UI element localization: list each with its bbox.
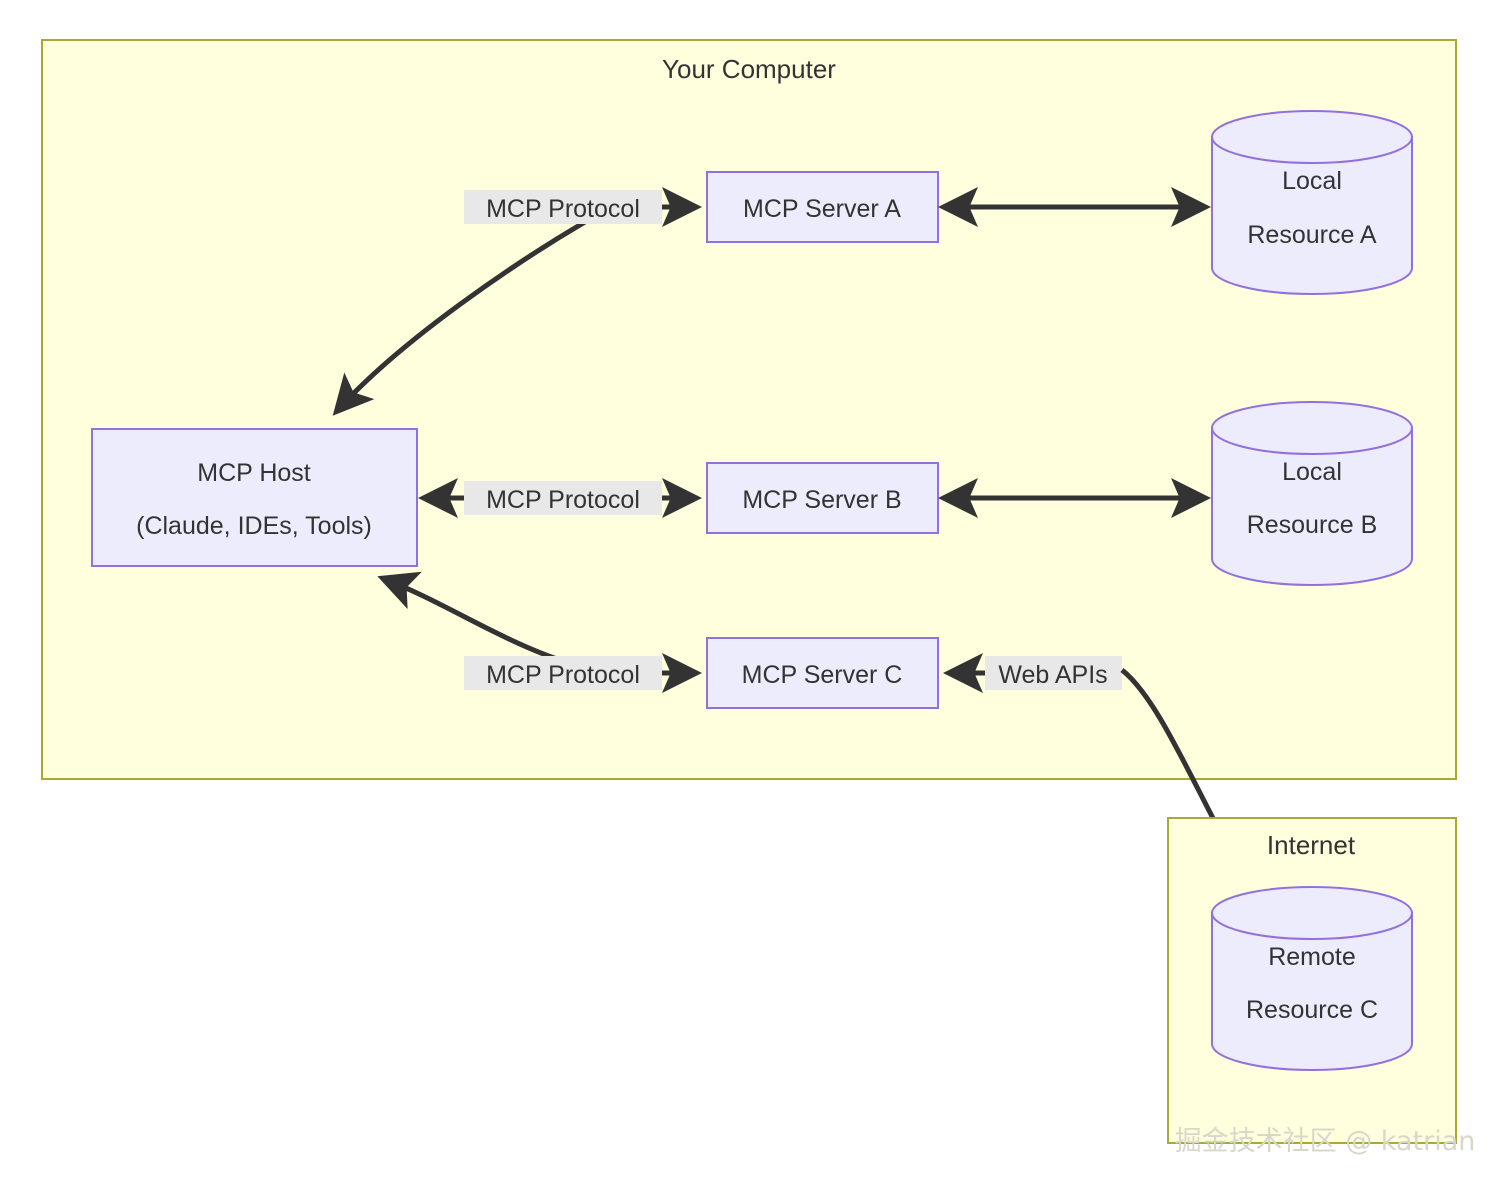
resource-b-label-line1: Local	[1282, 458, 1342, 486]
edge-label-host-server-c: MCP Protocol	[464, 656, 662, 690]
edge-label-bg-b	[464, 481, 662, 515]
resource-a-body[interactable]	[1211, 136, 1413, 295]
resource-c-label-line2: Resource C	[1246, 996, 1378, 1024]
edge-label-bg-web-apis	[985, 656, 1122, 690]
resource-b-top	[1211, 401, 1413, 455]
edge-label-text-web-apis: Web APIs	[998, 661, 1107, 689]
resource-b-body[interactable]	[1211, 427, 1413, 586]
node-resource-c[interactable]: Remote Resource C	[1211, 886, 1413, 1071]
edge-label-text-c: MCP Protocol	[486, 661, 640, 689]
edge-path-server-c-to-host	[377, 571, 561, 663]
edge-label-bg-c	[464, 656, 662, 690]
edge-host-server-a-curve	[332, 219, 587, 416]
node-resource-a[interactable]: Local Resource A	[1211, 110, 1413, 295]
edge-label-bg-a	[464, 190, 662, 224]
watermark: 掘金技术社区 @ katrian	[1175, 1126, 1476, 1157]
mcp-host-label-line2: (Claude, IDEs, Tools)	[136, 512, 372, 540]
edge-label-text-b: MCP Protocol	[486, 486, 640, 514]
server-c-label: MCP Server C	[742, 661, 903, 689]
server-c-box[interactable]	[706, 637, 939, 709]
resource-a-label-line2: Resource A	[1247, 221, 1377, 249]
resource-a-label-line1: Local	[1282, 167, 1342, 195]
server-b-label: MCP Server B	[742, 486, 901, 514]
node-server-c[interactable]: MCP Server C	[706, 637, 939, 709]
internet-title: Internet	[1267, 830, 1356, 860]
resource-c-body[interactable]	[1211, 912, 1413, 1071]
resource-c-label-line1: Remote	[1268, 943, 1356, 971]
edge-label-host-server-a: MCP Protocol	[464, 190, 662, 224]
server-a-label: MCP Server A	[743, 195, 901, 223]
server-a-box[interactable]	[706, 171, 939, 243]
edge-path-server-a-to-host	[332, 219, 587, 416]
edge-label-host-server-b: MCP Protocol	[464, 481, 662, 515]
edge-label-text-a: MCP Protocol	[486, 195, 640, 223]
edge-label-web-apis: Web APIs	[985, 656, 1122, 690]
node-server-b[interactable]: MCP Server B	[706, 462, 939, 534]
resource-c-top	[1211, 886, 1413, 940]
resource-b-label-line2: Resource B	[1247, 511, 1378, 539]
resource-a-top	[1211, 110, 1413, 164]
mcp-host-label-line1: MCP Host	[197, 459, 311, 487]
server-b-box[interactable]	[706, 462, 939, 534]
node-mcp-host[interactable]: MCP Host (Claude, IDEs, Tools)	[91, 428, 418, 567]
your-computer-title: Your Computer	[662, 54, 836, 84]
edge-host-server-c-curve	[377, 571, 561, 663]
mcp-host-box[interactable]	[91, 428, 418, 567]
node-resource-b[interactable]: Local Resource B	[1211, 401, 1413, 586]
node-server-a[interactable]: MCP Server A	[706, 171, 939, 243]
